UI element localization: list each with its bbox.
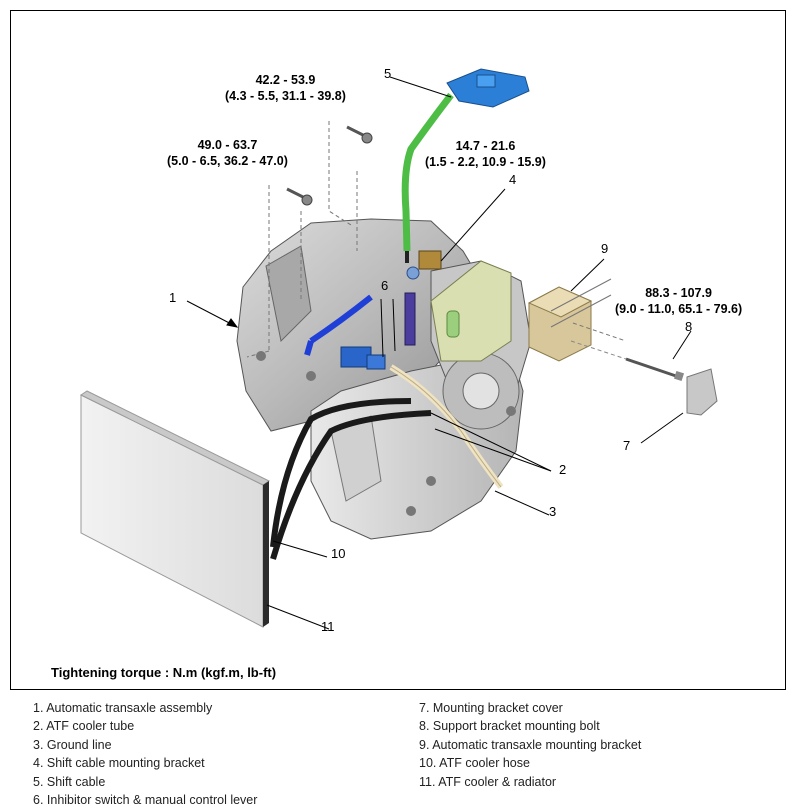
torque-spec-top: 42.2 - 53.9 (4.3 - 5.5, 31.1 - 39.8)	[225, 72, 346, 104]
torque-nm: 88.3 - 107.9	[645, 286, 712, 300]
atf-cooler-hose	[270, 398, 432, 560]
legend-item: 5. Shift cable	[33, 774, 106, 789]
leader-lines	[186, 76, 692, 630]
callout-7: 7	[623, 438, 631, 453]
ground-line	[389, 364, 504, 489]
callout-3: 3	[549, 504, 557, 519]
torque-nm: 42.2 - 53.9	[255, 73, 316, 87]
inhibitor-switch	[304, 294, 386, 370]
bolt-left	[286, 187, 313, 206]
legend-item: 4. Shift cable mounting bracket	[33, 756, 205, 771]
transaxle-mounting-bracket-green	[430, 260, 512, 362]
bolt-top	[346, 125, 373, 144]
mounting-bracket-block	[527, 278, 627, 362]
callout-1: 1	[169, 290, 177, 305]
legend-item: 9. Automatic transaxle mounting bracket	[419, 737, 642, 752]
legend-item: 3. Ground line	[33, 737, 112, 752]
callout-5: 5	[384, 66, 392, 81]
diagram-figure: 42.2 - 53.9 (4.3 - 5.5, 31.1 - 39.8) 49.…	[10, 10, 786, 690]
parts-legend: 1. Automatic transaxle assembly 2. ATF c…	[0, 696, 796, 812]
support-bracket-bolt	[570, 340, 685, 382]
torque-nm: 14.7 - 21.6	[455, 139, 516, 153]
legend-left-column: 1. Automatic transaxle assembly 2. ATF c…	[33, 699, 257, 809]
shift-cable-mounting-bracket	[404, 250, 442, 346]
callout-9: 9	[601, 241, 609, 256]
torque-spec-support-bolt: 88.3 - 107.9 (9.0 - 11.0, 65.1 - 79.6)	[615, 285, 742, 317]
legend-item: 1. Automatic transaxle assembly	[33, 701, 213, 715]
legend-item: 10. ATF cooler hose	[419, 756, 530, 771]
transaxle-assembly	[236, 218, 532, 540]
torque-kgf-lbft: (5.0 - 6.5, 36.2 - 47.0)	[167, 154, 288, 168]
legend-item: 7. Mounting bracket cover	[419, 701, 563, 715]
legend-item: 8. Support bracket mounting bolt	[419, 719, 600, 734]
legend-item: 11. ATF cooler & radiator	[419, 774, 557, 789]
callout-8: 8	[685, 319, 693, 334]
mounting-bracket-cover	[686, 368, 718, 416]
dashed-guides	[246, 121, 358, 358]
torque-spec-left: 49.0 - 63.7 (5.0 - 6.5, 36.2 - 47.0)	[167, 137, 288, 169]
legend-right-column: 7. Mounting bracket cover 8. Support bra…	[419, 699, 641, 791]
callout-4: 4	[509, 172, 517, 187]
atf-cooler-radiator	[80, 390, 270, 628]
legend-item: 2. ATF cooler tube	[33, 719, 135, 734]
torque-nm: 49.0 - 63.7	[197, 138, 258, 152]
shift-cable	[401, 68, 530, 263]
torque-kgf-lbft: (9.0 - 11.0, 65.1 - 79.6)	[615, 302, 743, 316]
callout-10: 10	[331, 546, 346, 561]
transaxle-exploded-view	[80, 68, 718, 630]
torque-spec-cable-bracket: 14.7 - 21.6 (1.5 - 2.2, 10.9 - 15.9)	[425, 138, 546, 170]
torque-kgf-lbft: (4.3 - 5.5, 31.1 - 39.8)	[225, 89, 346, 103]
callout-11: 11	[321, 619, 335, 634]
callout-6: 6	[381, 278, 389, 293]
torque-unit-note: Tightening torque : N.m (kgf.m, lb-ft)	[51, 665, 277, 680]
callout-2: 2	[559, 462, 567, 477]
torque-kgf-lbft: (1.5 - 2.2, 10.9 - 15.9)	[425, 155, 546, 169]
legend-item: 6. Inhibitor switch & manual control lev…	[33, 792, 258, 807]
